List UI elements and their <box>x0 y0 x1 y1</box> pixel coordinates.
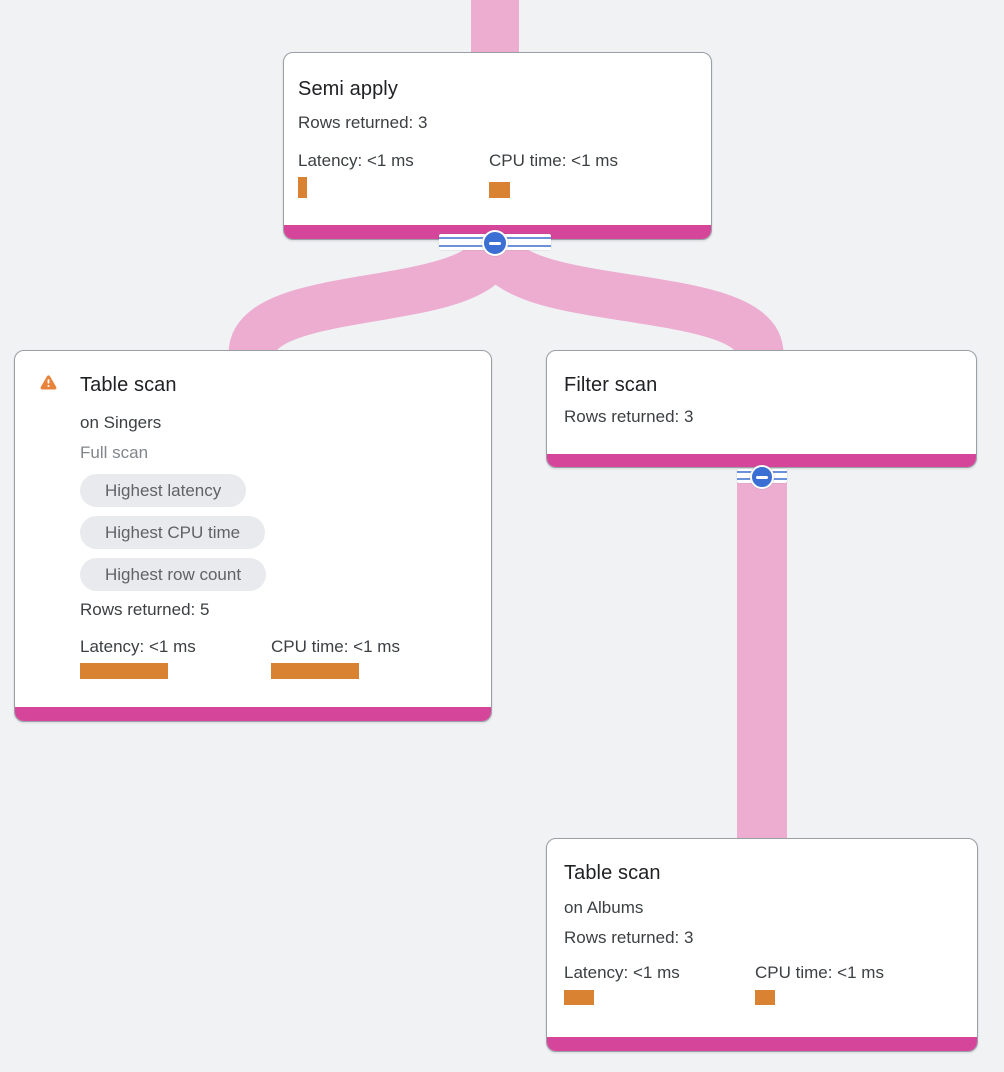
rows-returned-text: Rows returned: 3 <box>298 113 428 132</box>
latency-label: Latency: <1 ms <box>298 151 414 170</box>
node-footer-bar <box>547 1037 977 1051</box>
cpu-time-label: CPU time: <1 ms <box>489 151 618 170</box>
edge-semi-apply-to-table-scan-singers <box>228 236 519 358</box>
badge-highest-cpu-time: Highest CPU time <box>80 516 266 549</box>
plan-node-table-scan-singers[interactable]: Table scan on Singers Full scan Highest … <box>14 350 492 722</box>
cpu-time-bar <box>271 663 359 679</box>
minus-icon <box>489 241 501 245</box>
collapse-button[interactable] <box>750 465 774 489</box>
scan-target-text: on Singers <box>80 413 162 432</box>
cpu-time-label: CPU time: <1 ms <box>271 637 400 656</box>
latency-metric: Latency: <1 ms <box>298 149 489 198</box>
rows-returned-text: Rows returned: 3 <box>564 928 694 947</box>
plan-node-semi-apply[interactable]: Semi apply Rows returned: 3 Latency: <1 … <box>283 52 712 240</box>
cpu-time-metric: CPU time: <1 ms <box>271 635 462 679</box>
cpu-time-bar <box>755 990 775 1005</box>
rows-returned-text: Rows returned: 5 <box>80 600 210 619</box>
latency-label: Latency: <1 ms <box>564 963 680 982</box>
plan-node-table-scan-albums[interactable]: Table scan on Albums Rows returned: 3 La… <box>546 838 978 1052</box>
cpu-time-metric: CPU time: <1 ms <box>489 149 680 198</box>
node-footer-bar <box>547 454 976 467</box>
cpu-time-label: CPU time: <1 ms <box>755 963 884 982</box>
latency-bar <box>564 990 594 1005</box>
cpu-time-bar <box>489 182 510 198</box>
collapse-button[interactable] <box>482 230 508 256</box>
badge-list: Highest latency Highest CPU time Highest… <box>80 474 477 591</box>
cpu-time-metric: CPU time: <1 ms <box>755 961 946 1005</box>
rows-returned-text: Rows returned: 3 <box>564 407 694 426</box>
node-title: Filter scan <box>564 374 658 396</box>
latency-metric: Latency: <1 ms <box>80 635 271 679</box>
plan-node-filter-scan[interactable]: Filter scan Rows returned: 3 <box>546 350 977 468</box>
latency-bar <box>80 663 168 679</box>
node-title: Table scan <box>80 374 177 396</box>
node-title: Semi apply <box>298 78 398 100</box>
badge-highest-latency: Highest latency <box>80 474 247 507</box>
latency-metric: Latency: <1 ms <box>564 961 755 1005</box>
node-title: Table scan <box>564 862 661 884</box>
node-footer-bar <box>15 707 491 721</box>
warning-icon <box>37 372 60 392</box>
scan-target-text: on Albums <box>564 898 644 917</box>
latency-label: Latency: <1 ms <box>80 637 196 656</box>
badge-highest-row-count: Highest row count <box>80 558 267 591</box>
scan-type-text: Full scan <box>80 443 149 462</box>
collapse-control-semi-apply <box>439 230 551 256</box>
collapse-control-filter-scan <box>737 465 787 489</box>
edge-semi-apply-to-filter-scan <box>471 236 784 359</box>
minus-icon <box>756 475 768 479</box>
latency-bar <box>298 177 307 198</box>
